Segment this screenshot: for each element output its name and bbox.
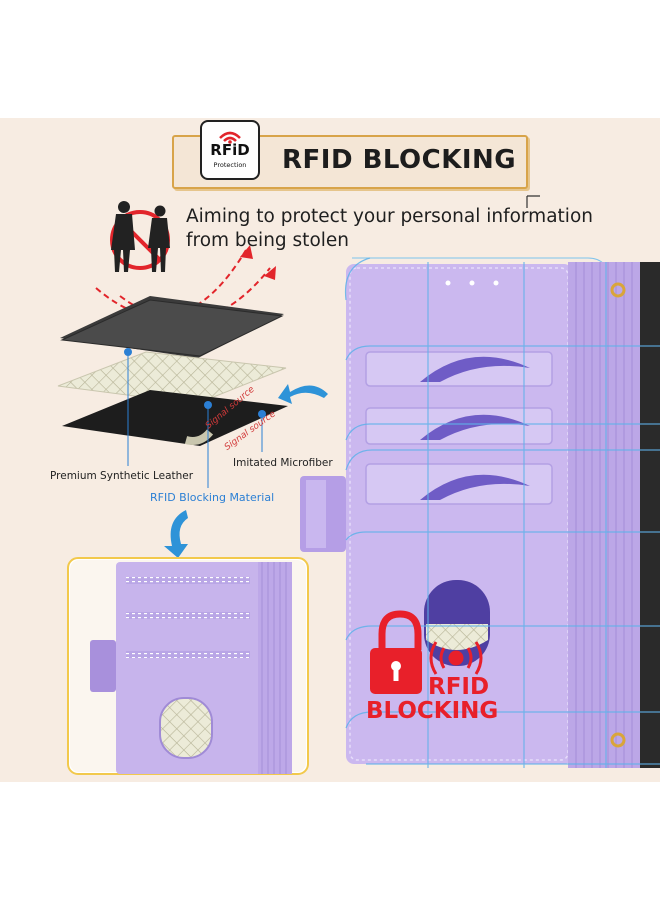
arrow-down-icon [164, 510, 188, 558]
inset-window [159, 697, 213, 759]
signal-icon [429, 641, 483, 675]
layer-stack [57, 296, 288, 488]
no-thief-icon [110, 201, 170, 272]
rfid-material-label: RFID Blocking Material [150, 491, 275, 504]
inset-strap [90, 640, 116, 692]
corner-mark [526, 195, 540, 208]
arrow-left-icon [278, 384, 328, 404]
banner-title: RFID BLOCKING [282, 145, 517, 175]
subtitle: Aiming to protect your personal informat… [186, 206, 593, 251]
signal-arrow-2 [264, 266, 276, 280]
badge-subtitle: Protection [213, 161, 247, 169]
black-layer-front [62, 390, 288, 446]
padlock-icon [370, 610, 422, 694]
rfid-overlay-subtitle: BLOCKING [366, 698, 499, 724]
wifi-icon [219, 131, 241, 144]
badge-title: RFiD [210, 141, 250, 159]
product-panel: Signal source Signal source [0, 118, 660, 782]
rfid-badge-icon: RFiD Protection [200, 120, 260, 180]
premium-leather-label: Premium Synthetic Leather [50, 470, 194, 482]
microfiber-label: Imitated Microfiber [233, 457, 333, 469]
blue-guides [344, 257, 660, 768]
signal-arrow-1 [240, 245, 253, 259]
card-slots [365, 351, 553, 505]
rfid-overlay-title: RFID [428, 674, 490, 700]
illustration [57, 195, 660, 775]
